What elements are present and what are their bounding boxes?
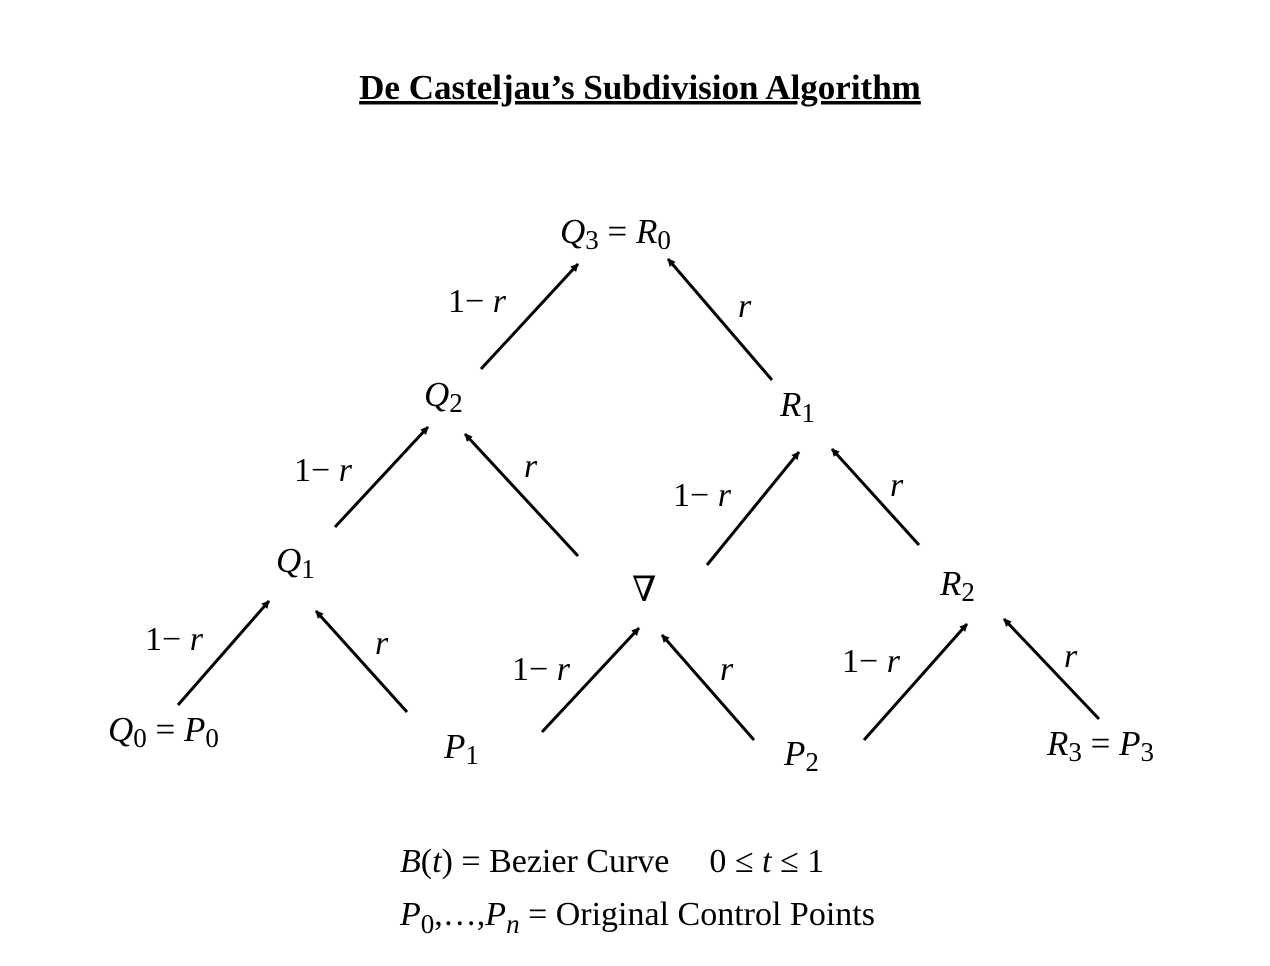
arrow-nabla-to-r1 xyxy=(705,451,801,566)
arrow-q1-to-q2 xyxy=(333,425,430,529)
node-r1: R1 xyxy=(779,385,815,428)
node-p1: P1 xyxy=(443,727,479,770)
weight-one-minus-r: 1− r xyxy=(294,452,353,489)
weight-r: r xyxy=(738,288,752,325)
node-p2: P2 xyxy=(783,734,819,777)
page-title: De Casteljau’s Subdivision Algorithm xyxy=(359,68,921,107)
arrow-r1-to-q3 xyxy=(666,258,774,381)
arrow-r2-to-r1 xyxy=(830,447,921,547)
node-nabla: ∇ xyxy=(632,570,656,609)
weight-r: r xyxy=(890,467,904,504)
arrow-p2-to-nabla xyxy=(660,634,756,741)
node-r3-equals-p3: R3 = P3 xyxy=(1046,724,1154,767)
arrow-p1-to-nabla xyxy=(540,626,641,734)
nodes: Q0 = P0 P1 P2 R3 = P3 Q1 ∇ R2 Q2 R1 Q3 =… xyxy=(108,212,1154,777)
node-q0-equals-p0: Q0 = P0 xyxy=(108,710,219,753)
weight-r: r xyxy=(375,625,389,662)
arrow-p1-to-q1 xyxy=(314,609,409,714)
weight-r: r xyxy=(1064,638,1078,675)
weight-r: r xyxy=(524,448,538,485)
node-q1: Q1 xyxy=(276,541,315,584)
arrow-p2-to-r2 xyxy=(862,623,969,741)
node-r2: R2 xyxy=(939,564,975,607)
weight-one-minus-r: 1− r xyxy=(842,643,901,680)
edges xyxy=(176,258,1101,741)
weight-one-minus-r: 1− r xyxy=(512,651,571,688)
weight-one-minus-r: 1− r xyxy=(448,283,507,320)
node-q3-equals-r0: Q3 = R0 xyxy=(560,212,671,255)
weight-one-minus-r: 1− r xyxy=(673,477,732,514)
caption-control-points: P0,…,Pn = Original Control Points xyxy=(399,896,875,939)
arrow-nabla-to-q2 xyxy=(463,432,580,558)
node-q2: Q2 xyxy=(424,375,463,418)
weight-one-minus-r: 1− r xyxy=(145,621,204,658)
arrow-r3-to-r2 xyxy=(1002,617,1101,721)
weight-r: r xyxy=(720,651,734,688)
arrow-q2-to-q3 xyxy=(479,262,580,371)
weight-labels: 1− r 1− r 1− r 1− r 1− r 1− r r r r r r … xyxy=(145,283,1078,688)
arrow-q0-to-q1 xyxy=(176,600,271,706)
